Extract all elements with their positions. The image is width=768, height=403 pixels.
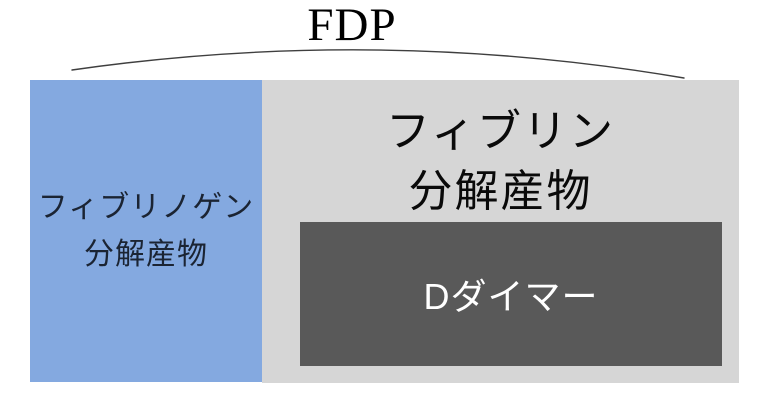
- fibrin-label-line1: フィブリン: [385, 107, 616, 156]
- fibrinogen-label-line2: 分解産物: [84, 238, 208, 271]
- fibrin-label: フィブリン 分解産物: [262, 102, 739, 222]
- diagram-title: FDP: [307, 0, 397, 51]
- fibrin-label-line2: 分解産物: [408, 167, 593, 216]
- d-dimer-label: Dダイマー: [423, 276, 599, 317]
- fibrinogen-degradation-box: フィブリノゲン 分解産物: [30, 80, 262, 382]
- fibrin-degradation-box: フィブリン 分解産物 Dダイマー: [262, 80, 739, 383]
- fibrinogen-label-line1: フィブリノゲン: [37, 191, 255, 224]
- d-dimer-box: Dダイマー: [300, 222, 722, 366]
